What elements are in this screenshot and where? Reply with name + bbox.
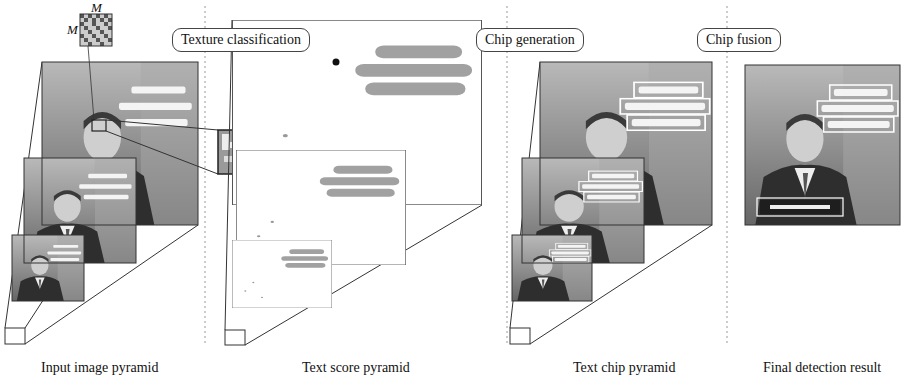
- stage-box: Chip generation: [476, 28, 584, 52]
- stage-caption: Input image pyramid: [41, 360, 158, 376]
- stage-label: Chip fusion: [706, 32, 772, 47]
- stage-label: Texture classification: [181, 32, 301, 47]
- dimension-label: M: [91, 0, 102, 16]
- stage-caption: Text score pyramid: [302, 360, 410, 376]
- stage-label: Chip generation: [485, 32, 575, 47]
- stage-caption: Final detection result: [763, 360, 881, 376]
- stage-caption: Text chip pyramid: [573, 360, 675, 376]
- stage-box: Chip fusion: [697, 28, 781, 52]
- dimension-label: M: [67, 22, 78, 38]
- stage-box: Texture classification: [172, 28, 310, 52]
